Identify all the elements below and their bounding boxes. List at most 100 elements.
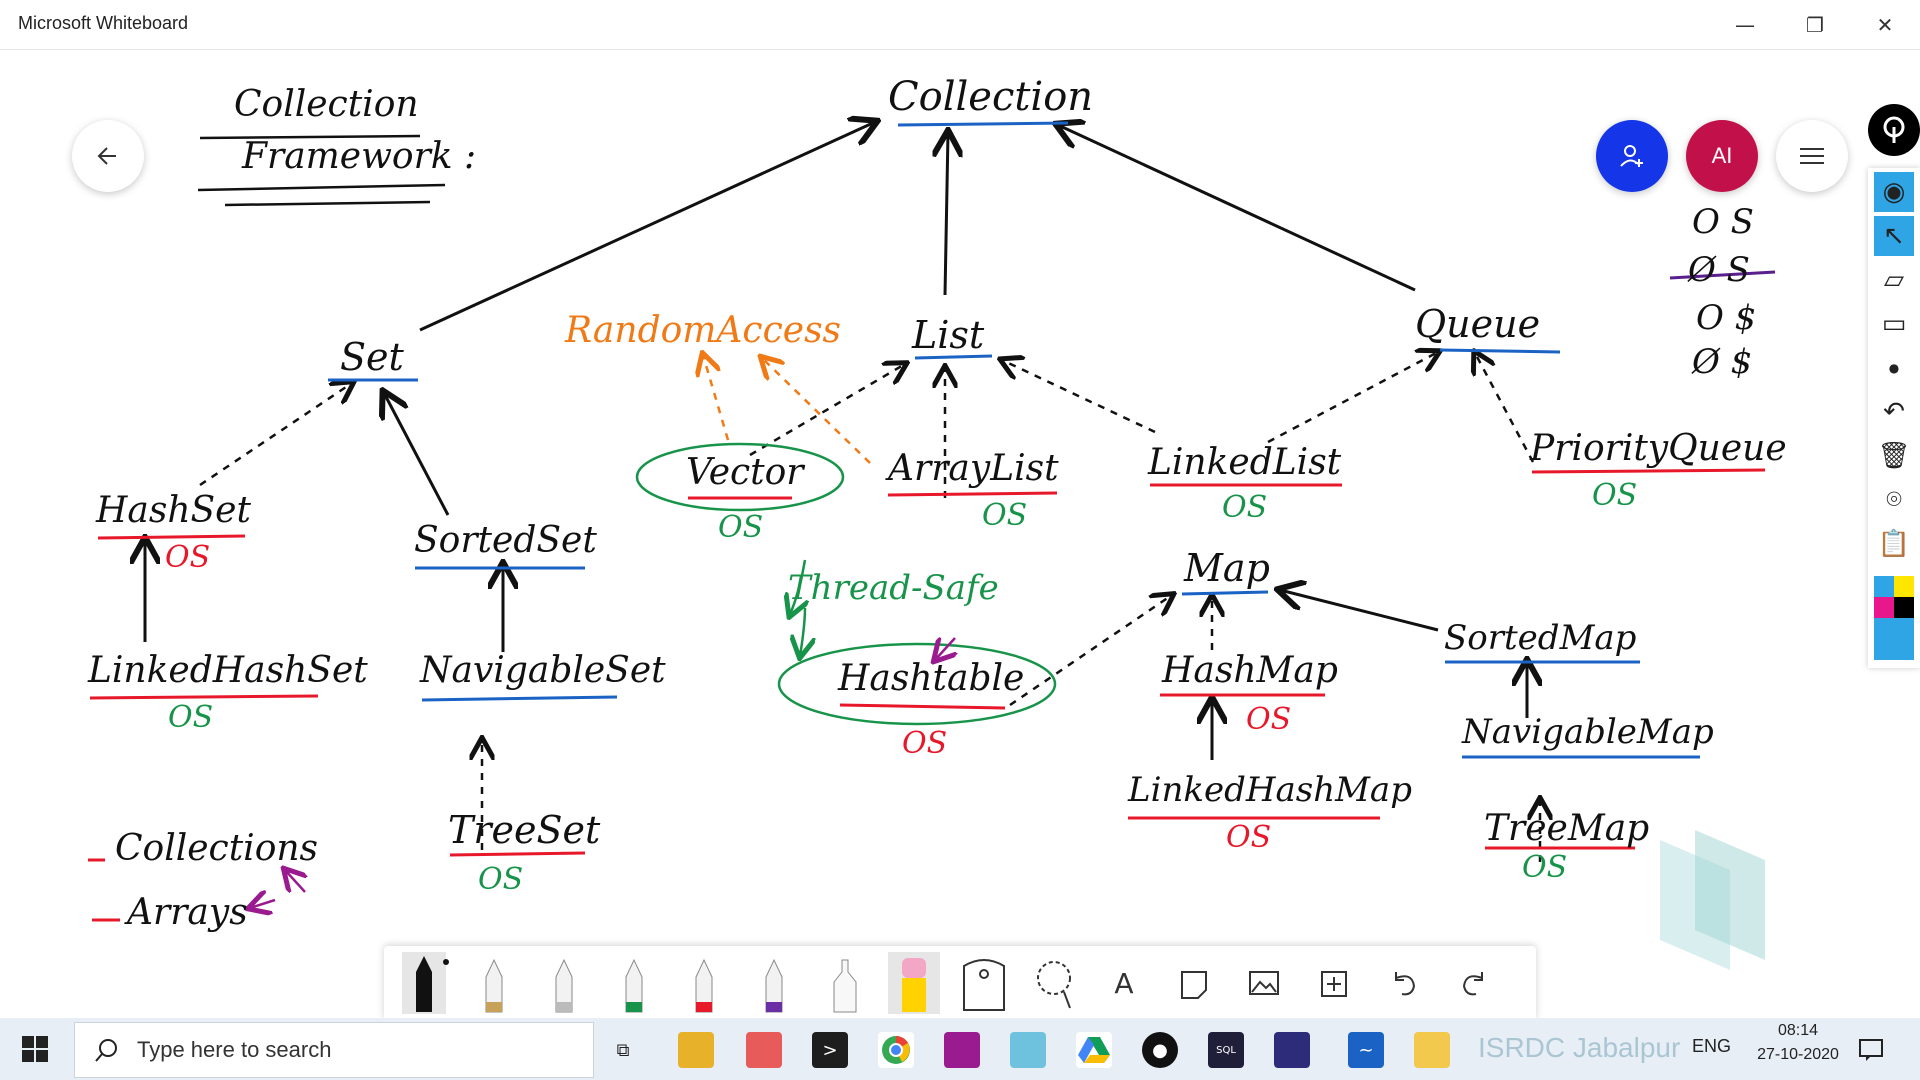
os-label-priorityqueue: OS xyxy=(1592,478,1638,513)
whiteboard-canvas[interactable]: Collection Framework : Collection Set Li… xyxy=(0,50,1920,1018)
camera-icon: ⌾ xyxy=(1886,484,1902,515)
view-icon: ◉ xyxy=(1882,177,1906,207)
ruler-icon: ▱ xyxy=(1884,265,1904,295)
node-hashmap: HashMap xyxy=(1162,650,1338,691)
delete-icon: 🗑 xyxy=(1877,441,1911,471)
hamburger-icon xyxy=(1800,148,1824,164)
node-navigableset: NavigableSet xyxy=(420,650,666,691)
os-label-vector: OS xyxy=(718,510,764,545)
view-button[interactable]: ◉ xyxy=(1874,172,1914,212)
redo-icon[interactable] xyxy=(1444,952,1504,1014)
ruler-button[interactable]: ▱ xyxy=(1874,260,1914,300)
purple-pen-icon[interactable] xyxy=(744,952,804,1014)
title-bar: Microsoft Whiteboard — ❐ ✕ xyxy=(0,0,1920,50)
clock[interactable]: 08:14 27-10-2020 xyxy=(1756,1022,1840,1064)
gold-pen-icon[interactable] xyxy=(464,952,524,1014)
clipboard-button[interactable]: 📋 xyxy=(1874,524,1914,564)
menu-button[interactable] xyxy=(1776,120,1848,192)
windows-taskbar: Type here to search ⧉ > ● SQL ~ ISRDC Ja… xyxy=(0,1018,1920,1080)
silver-pen-icon[interactable] xyxy=(534,952,594,1014)
pen-settings-button[interactable] xyxy=(1868,104,1920,156)
delete-button[interactable]: 🗑 xyxy=(1874,436,1914,476)
node-treeset: TreeSet xyxy=(448,808,601,852)
os-label-linkedhashset: OS xyxy=(168,700,214,735)
watermark-text: ISRDC Jabalpur xyxy=(1478,1032,1681,1063)
node-arraylist: ArrayList xyxy=(888,448,1059,489)
clock-time: 08:14 xyxy=(1777,1022,1819,1039)
select-button[interactable]: ↖ xyxy=(1874,216,1914,256)
eraser-button[interactable]: ▭ xyxy=(1874,304,1914,344)
close-button[interactable]: ✕ xyxy=(1876,12,1894,37)
node-hashset: HashSet xyxy=(96,490,251,531)
ruler-icon[interactable] xyxy=(954,952,1014,1014)
node-linkedhashmap: LinkedHashMap xyxy=(1128,770,1412,810)
os-label-hashset: OS xyxy=(165,540,211,575)
inking-toolbar: A xyxy=(384,946,1536,1020)
whiteboard-app-icon[interactable]: ~ xyxy=(1348,1032,1384,1068)
note-arrays: Arrays xyxy=(127,892,248,933)
color-palette-icon xyxy=(1874,576,1914,660)
task-view-icon[interactable]: ⧉ xyxy=(616,1039,630,1061)
restore-button[interactable]: ❐ xyxy=(1806,12,1824,37)
eraser-icon: ▭ xyxy=(1881,309,1907,339)
node-linkedlist: LinkedList xyxy=(1148,442,1342,483)
search-icon xyxy=(95,1039,117,1062)
invite-user-icon xyxy=(1620,145,1643,167)
right-toolbar: ◉ ↖ ▱ ▭ ● ↶ 🗑 ⌾ 📋 xyxy=(1868,168,1920,668)
chrome-icon[interactable] xyxy=(878,1032,914,1068)
whiteboard-pen-icon[interactable]: ● xyxy=(1142,1032,1178,1068)
red-pen-icon[interactable] xyxy=(674,952,734,1014)
board-title-line2: Framework : xyxy=(242,136,477,177)
os-label-treemap: OS xyxy=(1522,850,1568,885)
google-drive-icon[interactable] xyxy=(1076,1032,1112,1068)
invite-button[interactable] xyxy=(1596,120,1668,192)
dot-button[interactable]: ● xyxy=(1874,348,1914,388)
pen-settings-icon xyxy=(1883,116,1905,143)
os-label-arraylist: OS xyxy=(982,498,1028,533)
color-palette[interactable] xyxy=(1874,576,1914,660)
node-vector: Vector xyxy=(686,452,804,493)
minimize-button[interactable]: — xyxy=(1735,12,1755,37)
node-list: List xyxy=(912,313,985,357)
app-icon-5[interactable] xyxy=(944,1032,980,1068)
board-title-line1: Collection xyxy=(234,84,419,125)
mysql-icon[interactable]: SQL xyxy=(1208,1032,1244,1068)
paint-icon[interactable] xyxy=(746,1032,782,1068)
black-pen-icon[interactable] xyxy=(394,952,454,1014)
text-tool-icon[interactable]: A xyxy=(1114,966,1134,1000)
app-icon-11[interactable] xyxy=(1274,1032,1310,1068)
undo-button[interactable]: ↶ xyxy=(1874,392,1914,432)
user-avatar[interactable]: AI xyxy=(1686,120,1758,192)
os-label-hashtable: OS xyxy=(902,726,948,761)
highlighter-icon[interactable] xyxy=(814,952,874,1014)
notification-icon[interactable] xyxy=(1858,1036,1884,1062)
node-sortedmap: SortedMap xyxy=(1444,618,1637,658)
taskbar-search[interactable]: Type here to search xyxy=(74,1022,594,1078)
lasso-icon[interactable] xyxy=(1024,952,1084,1014)
undo-icon[interactable] xyxy=(1374,952,1434,1014)
language-indicator[interactable]: ENG xyxy=(1692,1036,1732,1056)
clock-date: 27-10-2020 xyxy=(1757,1046,1839,1063)
eraser-icon[interactable] xyxy=(884,952,944,1014)
windows-start-icon[interactable] xyxy=(22,1036,48,1062)
os-label-treeset: OS xyxy=(478,862,524,897)
node-hashtable: Hashtable xyxy=(838,658,1025,699)
note-icon[interactable] xyxy=(1164,952,1224,1014)
paint3d-icon[interactable] xyxy=(1414,1032,1450,1068)
green-pen-icon[interactable] xyxy=(604,952,664,1014)
image-icon[interactable] xyxy=(1234,952,1294,1014)
search-placeholder: Type here to search xyxy=(137,1037,332,1062)
app-icon-6[interactable] xyxy=(1010,1032,1046,1068)
os-label-hashmap: OS xyxy=(1246,702,1292,737)
back-button[interactable] xyxy=(72,120,144,192)
app-title: Microsoft Whiteboard xyxy=(18,13,189,33)
camera-button[interactable]: ⌾ xyxy=(1874,480,1914,520)
node-treemap: TreeMap xyxy=(1484,808,1650,849)
file-explorer-icon[interactable] xyxy=(678,1032,714,1068)
os-label-linkedlist: OS xyxy=(1222,490,1268,525)
legend-os-3: O $ xyxy=(1696,298,1757,338)
back-arrow-icon xyxy=(97,147,116,165)
node-linkedhashset: LinkedHashSet xyxy=(88,650,368,691)
terminal-icon[interactable]: > xyxy=(812,1032,848,1068)
add-icon[interactable] xyxy=(1304,952,1364,1014)
